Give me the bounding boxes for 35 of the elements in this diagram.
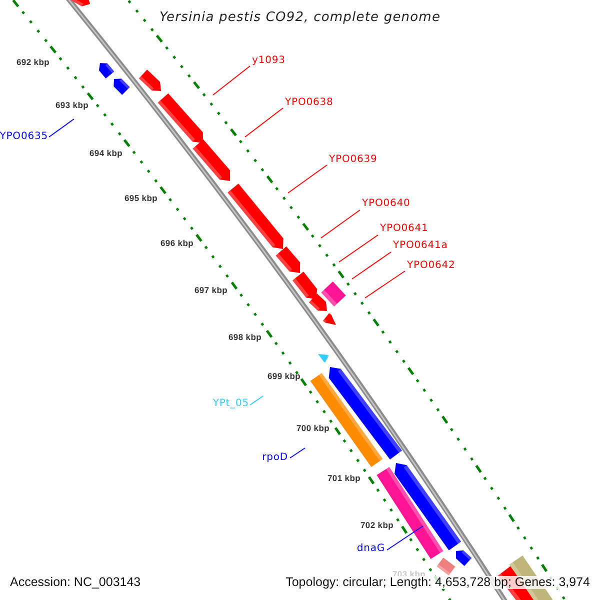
tick-label: 697 kbp [194,286,228,294]
tick-label: 692 kbp [16,58,50,66]
gene-label: YPO0635 [0,132,48,142]
tick-label: 702 kbp [360,520,394,530]
leader-line [364,270,406,298]
tick-label: 699 kbp [267,372,301,380]
leader-line [212,66,250,96]
leader-line [386,526,424,550]
gene-label: YPO0640 [362,199,410,209]
leader-line [244,108,284,138]
leader-line [48,118,74,138]
leader-line [352,252,392,280]
tick-label: 698 kbp [228,332,262,342]
accession-text: Accession: NC_003143 [9,576,142,588]
gene-label: YPO0638 [285,98,334,108]
tick-label: 694 kbp [89,148,123,158]
tick-label: 693 kbp [55,100,89,110]
map-title: Yersinia pestis CO92, complete genome [159,11,441,24]
gene-label: YPO0639 [329,155,378,165]
gene-label: YPO0641 [380,224,428,234]
gene-label: YPt_05 [212,399,249,409]
leader-line [250,396,264,406]
tick-label: 695 kbp [124,194,158,202]
leader-line [320,210,360,238]
leader-line [288,164,328,194]
gene-label: dnaG [356,544,385,554]
gene-label: y1093 [252,56,286,66]
leader-line [338,234,378,262]
leader-line [290,448,306,458]
tick-label: 700 kbp [296,424,330,432]
tick-label: 696 kbp [160,238,194,248]
gene-label: YPO0641a [393,241,448,251]
tick-label: 701 kbp [327,474,361,482]
gene-label: rpoD [262,453,288,463]
gene-label: YPO0642 [407,261,456,271]
